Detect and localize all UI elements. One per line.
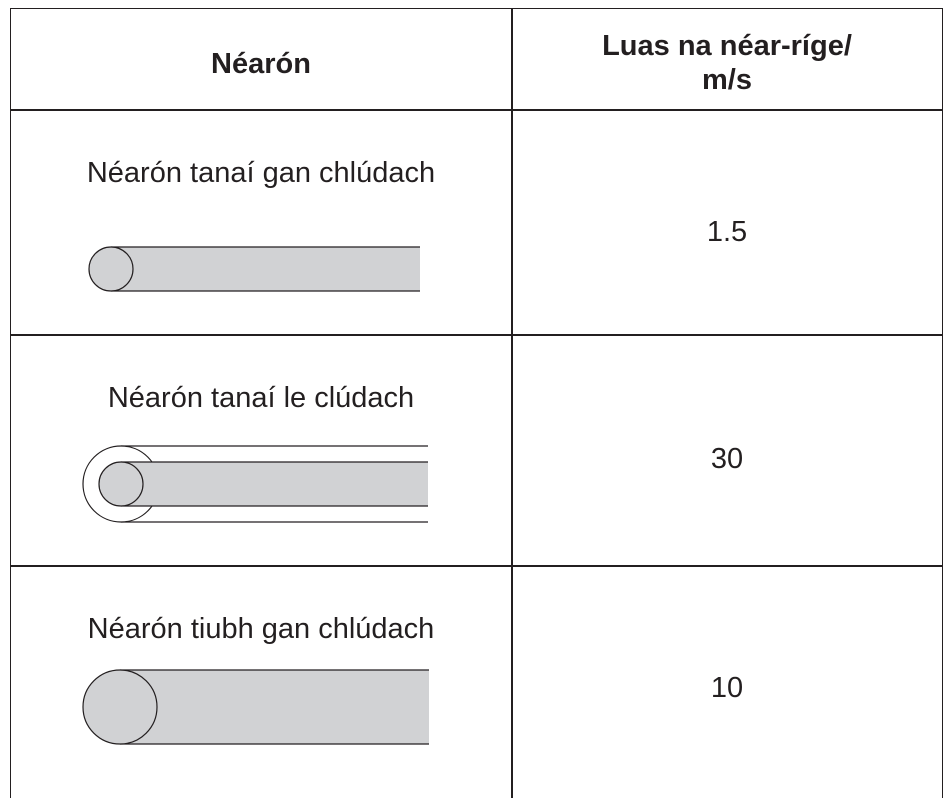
row-divider-1: [11, 334, 942, 336]
header-row-divider: [11, 109, 942, 111]
header-speed-line-2: m/s: [702, 64, 752, 96]
row-2-speed-value: 30: [710, 443, 744, 475]
row-3-speed-value: 10: [710, 672, 744, 704]
thin-covered-axon-icon: [82, 445, 428, 523]
header-neuron: Néarón: [211, 48, 311, 80]
row-divider-2: [11, 565, 942, 567]
row-3-neuron-label: Néarón tiubh gan chlúdach: [87, 613, 435, 645]
thin-uncovered-axon-icon: [88, 246, 420, 292]
row-2-neuron-label: Néarón tanaí le clúdach: [107, 382, 415, 414]
header-speed: Luas na néar-ríge/ m/s: [512, 29, 942, 97]
column-divider: [511, 9, 513, 798]
row-1-neuron-label: Néarón tanaí gan chlúdach: [86, 157, 436, 189]
neuron-speed-table: Néarón Luas na néar-ríge/ m/s Néarón tan…: [10, 8, 943, 798]
row-1-speed-value: 1.5: [706, 216, 748, 248]
header-speed-line-1: Luas na néar-ríge/: [602, 30, 852, 62]
thick-uncovered-axon-icon: [82, 669, 429, 745]
